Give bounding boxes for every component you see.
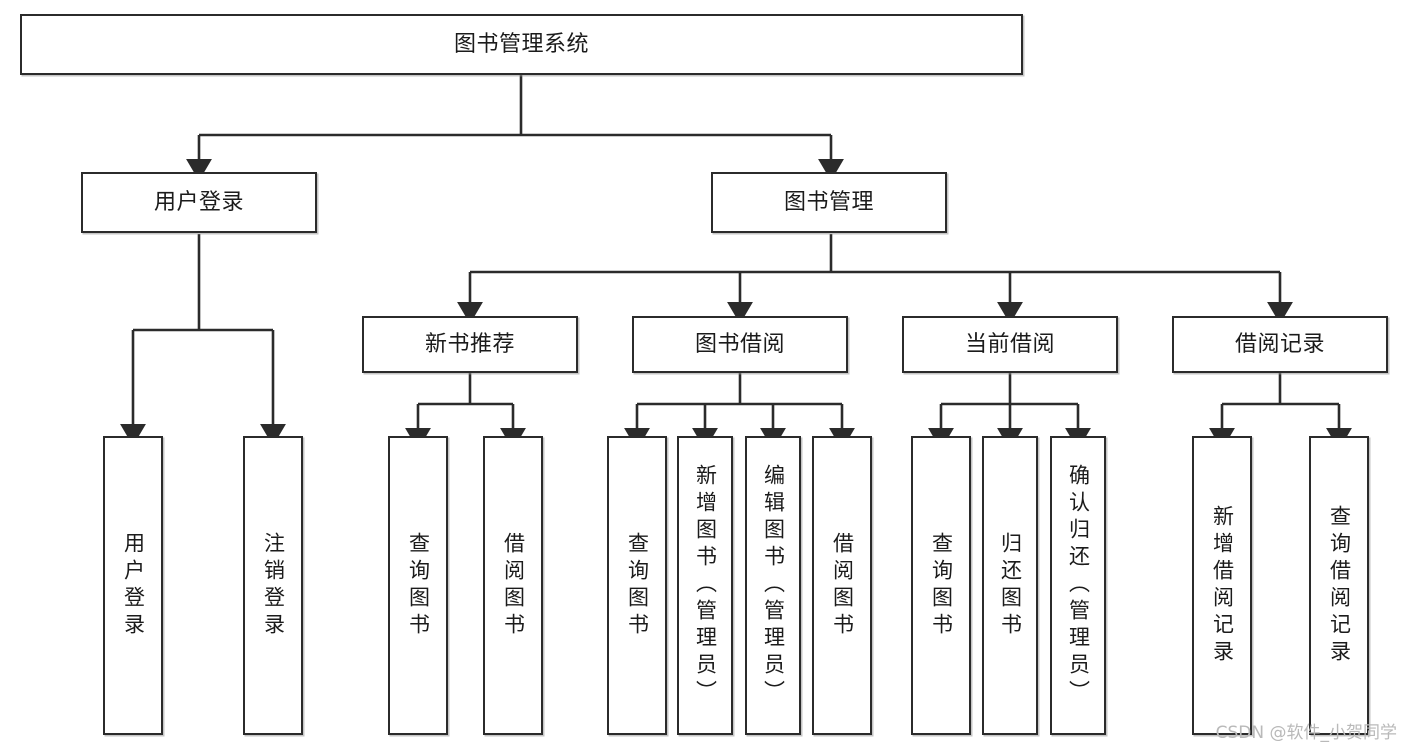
node-book-management[interactable]: 图书管理 — [711, 172, 947, 233]
node-label: 查询借阅记录 — [1327, 504, 1352, 667]
node-leaf-logout-login[interactable]: 注销登录 — [243, 436, 303, 735]
node-label: 用户登录 — [153, 189, 244, 215]
node-label: 借阅图书 — [830, 531, 855, 640]
node-leaf-user-login[interactable]: 用户登录 — [103, 436, 163, 735]
node-leaf-borrow-book-borrowing[interactable]: 借阅图书 — [812, 436, 872, 735]
node-book-borrowing[interactable]: 图书借阅 — [632, 316, 848, 373]
node-leaf-query-borrow-record[interactable]: 查询借阅记录 — [1309, 436, 1369, 735]
node-leaf-borrow-book-new-rec[interactable]: 借阅图书 — [483, 436, 543, 735]
node-label: 新书推荐 — [424, 331, 515, 357]
node-leaf-query-book-new-rec[interactable]: 查询图书 — [388, 436, 448, 735]
node-label: 新增图书（管理员） — [693, 464, 718, 707]
node-root-book-management-system[interactable]: 图书管理系统 — [20, 14, 1023, 75]
csdn-watermark: CSDN @软件_小贺同学 — [1215, 723, 1397, 743]
node-label: 归还图书 — [998, 531, 1023, 640]
node-label: 图书管理系统 — [453, 31, 589, 57]
node-label: 确认归还（管理员） — [1066, 464, 1091, 707]
node-leaf-add-book-admin[interactable]: 新增图书（管理员） — [677, 436, 733, 735]
node-new-book-recommendation[interactable]: 新书推荐 — [362, 316, 578, 373]
node-borrowing-records[interactable]: 借阅记录 — [1172, 316, 1388, 373]
node-leaf-return-book[interactable]: 归还图书 — [982, 436, 1038, 735]
node-label: 查询图书 — [625, 531, 650, 640]
node-label: 借阅记录 — [1234, 331, 1325, 357]
node-user-login[interactable]: 用户登录 — [81, 172, 317, 233]
node-current-borrowing[interactable]: 当前借阅 — [902, 316, 1118, 373]
node-label: 新增借阅记录 — [1210, 504, 1235, 667]
node-label: 借阅图书 — [501, 531, 526, 640]
node-label: 注销登录 — [261, 531, 286, 640]
node-leaf-confirm-return-admin[interactable]: 确认归还（管理员） — [1050, 436, 1106, 735]
node-leaf-edit-book-admin[interactable]: 编辑图书（管理员） — [745, 436, 801, 735]
node-leaf-query-book-current[interactable]: 查询图书 — [911, 436, 971, 735]
node-leaf-add-borrow-record[interactable]: 新增借阅记录 — [1192, 436, 1252, 735]
node-leaf-query-book-borrowing[interactable]: 查询图书 — [607, 436, 667, 735]
node-label: 当前借阅 — [964, 331, 1055, 357]
node-label: 查询图书 — [406, 531, 431, 640]
node-label: 编辑图书（管理员） — [761, 464, 786, 707]
node-label: 查询图书 — [929, 531, 954, 640]
node-label: 用户登录 — [121, 531, 146, 640]
node-label: 图书借阅 — [694, 331, 785, 357]
node-label: 图书管理 — [783, 189, 874, 215]
